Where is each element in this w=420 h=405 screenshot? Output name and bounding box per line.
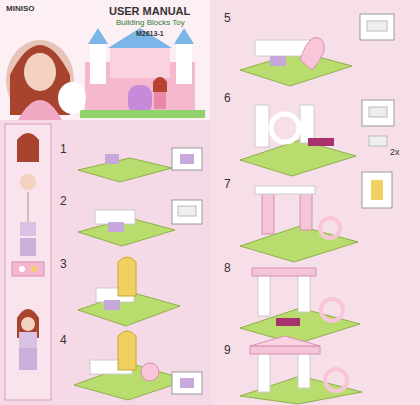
step-7-build	[240, 172, 392, 262]
step-9-build	[240, 336, 362, 404]
step-number: 8	[224, 262, 231, 275]
princess-picture	[6, 40, 86, 120]
product-name: Building Blocks Toy	[116, 19, 185, 28]
quantity-callout: 2x	[390, 148, 400, 158]
cover-panel	[0, 0, 210, 120]
step-number: 7	[224, 178, 231, 191]
step-4-build	[74, 331, 202, 400]
step-number: 2	[60, 195, 67, 208]
brand-name: MINISO	[6, 5, 34, 14]
step-number: 6	[224, 92, 231, 105]
manual-title: USER MANUAL	[109, 5, 190, 17]
step-number: 5	[224, 12, 231, 25]
parts-panel	[5, 124, 51, 400]
step-8-build	[240, 268, 360, 344]
step-5-build	[240, 14, 394, 86]
model-number: M2613-1	[136, 30, 164, 38]
step-1-build	[78, 148, 202, 182]
step-number: 3	[60, 258, 67, 271]
step-number: 9	[224, 344, 231, 357]
step-number: 1	[60, 143, 67, 156]
step-6-build	[240, 100, 394, 176]
page-ground	[210, 0, 420, 405]
step-3-build	[78, 257, 180, 326]
step-number: 4	[60, 334, 67, 347]
step-2-build	[78, 200, 202, 246]
castle-picture	[80, 28, 205, 118]
minifigure-parts	[12, 133, 44, 370]
